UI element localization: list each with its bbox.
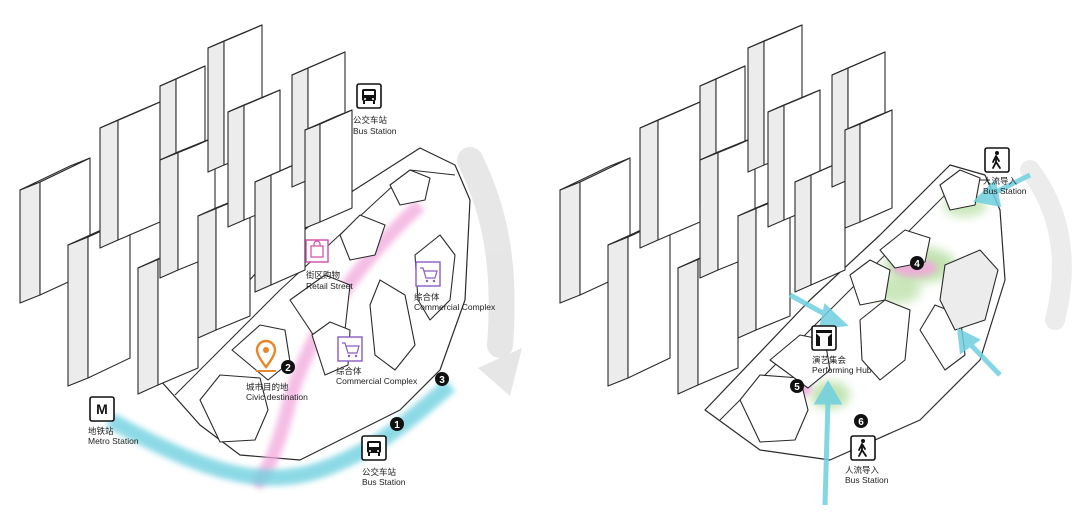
towers-right bbox=[559, 24, 893, 395]
complex-center-label: 综合体 Commercial Complex bbox=[336, 336, 418, 386]
flow-bottom-en: Bus Station bbox=[845, 475, 889, 485]
marker-3: 3 bbox=[435, 372, 449, 386]
bus-icon bbox=[361, 435, 387, 461]
cyan-flow-arrows bbox=[788, 172, 1032, 506]
civic-zh: 城市目的地 bbox=[246, 382, 289, 392]
metro-zh: 地铁站 bbox=[88, 426, 114, 436]
bus-top-en: Bus Station bbox=[353, 126, 397, 136]
marker-5: 5 bbox=[790, 379, 804, 393]
tower bbox=[639, 101, 701, 249]
performing-en: Performing Hub bbox=[812, 365, 872, 375]
right-panel: 人流导入 Bus Station 人流导入 Bus Station 演艺集会 P… bbox=[559, 24, 1072, 506]
bus-bottom-en: Bus Station bbox=[362, 477, 406, 487]
tower bbox=[197, 193, 251, 339]
civic-en: Civic destination bbox=[246, 392, 308, 402]
marker-6-num: 6 bbox=[858, 417, 864, 428]
marker-3-num: 3 bbox=[439, 375, 445, 386]
flow-top-zh: 人流导入 bbox=[983, 176, 1018, 186]
left-panel: 公交车站 Bus Station 公交车站 Bus Station M 地铁站 … bbox=[19, 24, 522, 490]
complex-right-zh: 综合体 bbox=[414, 292, 440, 302]
performing-hub-label: 演艺集会 Performing Hub bbox=[811, 325, 872, 375]
tower bbox=[607, 217, 671, 387]
marker-6: 6 bbox=[854, 414, 868, 428]
marker-4: 4 bbox=[910, 256, 924, 270]
complex-right-en: Commercial Complex bbox=[414, 302, 496, 312]
complex-center-en: Commercial Complex bbox=[336, 376, 418, 386]
flow-in-bottom: 人流导入 Bus Station bbox=[845, 435, 889, 485]
tower bbox=[67, 217, 131, 387]
shopping-bag-icon bbox=[305, 239, 329, 263]
bus-top-zh: 公交车站 bbox=[353, 115, 388, 125]
marker-4-num: 4 bbox=[914, 259, 920, 270]
flow-top-en: Bus Station bbox=[983, 186, 1027, 196]
stage-icon bbox=[811, 325, 837, 351]
cart-icon bbox=[337, 336, 363, 362]
civic-destination-label: 城市目的地 Civic destination bbox=[246, 339, 308, 402]
pedestrian-icon bbox=[984, 147, 1010, 173]
flow-bottom-zh: 人流导入 bbox=[845, 465, 880, 475]
flow-in-top: 人流导入 Bus Station bbox=[983, 147, 1027, 196]
retail-street-label: 街区购物 Retail Street bbox=[305, 239, 353, 291]
location-pin-icon bbox=[255, 339, 277, 372]
bus-station-bottom: 公交车站 Bus Station bbox=[361, 435, 406, 487]
tower bbox=[737, 193, 791, 339]
bus-street-path bbox=[106, 378, 456, 486]
metro-icon: M bbox=[89, 396, 115, 422]
metro-letter: M bbox=[96, 401, 108, 417]
marker-1-num: 1 bbox=[394, 420, 400, 431]
tower bbox=[844, 109, 893, 229]
bus-station-top: 公交车站 Bus Station bbox=[353, 83, 397, 136]
marker-2: 2 bbox=[281, 360, 295, 374]
grey-flow-arc-right bbox=[1020, 160, 1072, 330]
towers-left bbox=[19, 24, 353, 395]
cart-icon bbox=[415, 261, 441, 287]
marker-1: 1 bbox=[390, 417, 404, 431]
marker-5-num: 5 bbox=[794, 382, 800, 393]
retail-zh: 街区购物 bbox=[306, 270, 341, 280]
tower bbox=[99, 101, 161, 249]
bus-bottom-zh: 公交车站 bbox=[362, 467, 397, 477]
pedestrian-icon bbox=[850, 435, 876, 461]
tower bbox=[304, 109, 353, 229]
marker-2-num: 2 bbox=[285, 363, 291, 374]
low-blocks-right bbox=[739, 169, 999, 443]
metro-station: M 地铁站 Metro Station bbox=[88, 396, 139, 446]
complex-center-zh: 综合体 bbox=[336, 366, 362, 376]
complex-right-label: 综合体 Commercial Complex bbox=[414, 261, 496, 312]
metro-en: Metro Station bbox=[88, 436, 139, 446]
retail-en: Retail Street bbox=[306, 281, 353, 291]
grey-flow-arrow-left bbox=[457, 147, 522, 396]
bus-icon bbox=[356, 83, 382, 109]
tower bbox=[677, 241, 739, 395]
performing-zh: 演艺集会 bbox=[812, 355, 847, 365]
